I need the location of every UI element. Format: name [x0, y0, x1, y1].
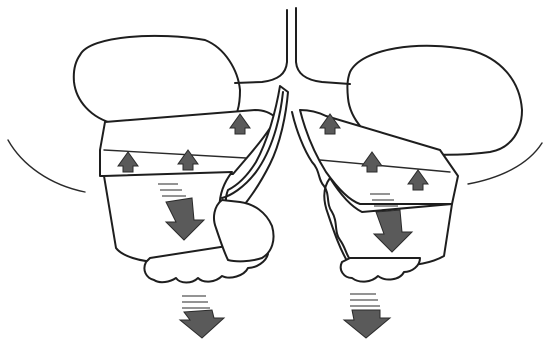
central-stalk-right	[296, 8, 350, 84]
central-stalk	[235, 10, 287, 83]
left-outflow-arrow	[180, 296, 224, 338]
left-outer-contour	[8, 140, 85, 192]
right-lumpy-base	[341, 258, 420, 282]
right-outflow-arrow	[344, 294, 390, 338]
